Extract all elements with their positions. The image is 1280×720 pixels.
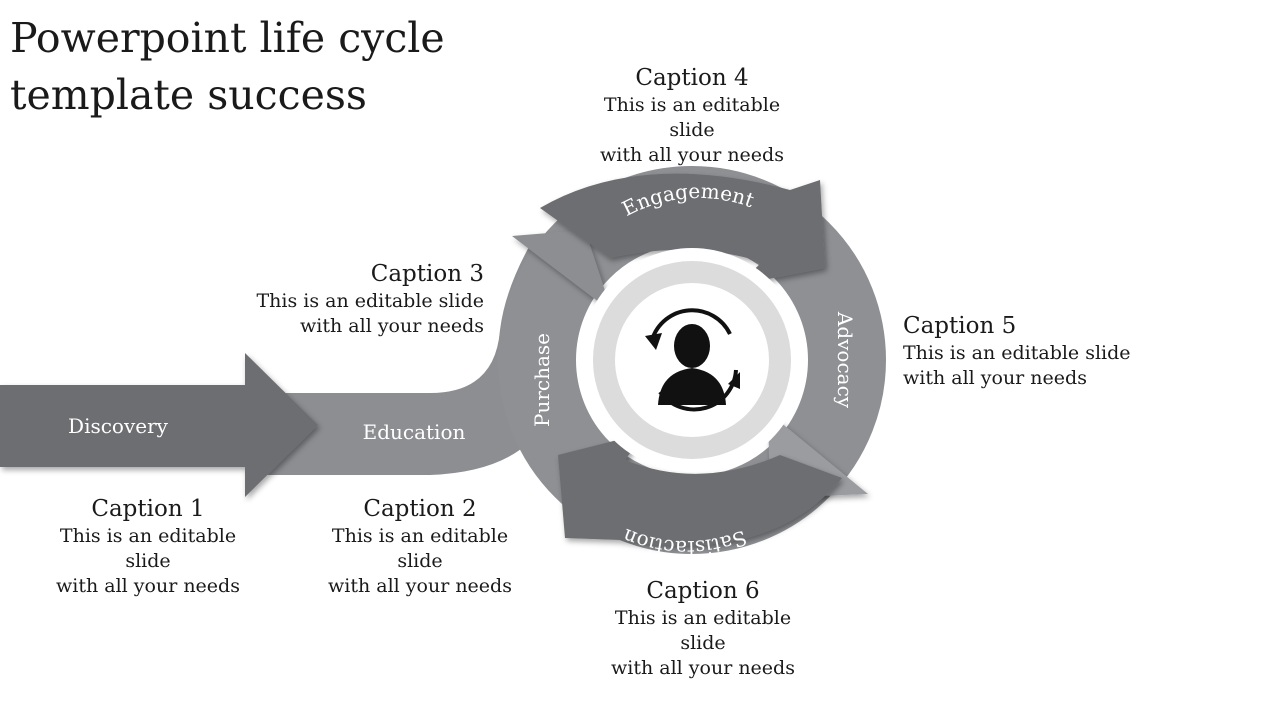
stage-label-education: Education: [363, 420, 466, 444]
caption-1-line-1: This is an editable slide: [59, 525, 237, 572]
caption-4: Caption 4 This is an editable slide with…: [582, 63, 802, 168]
discovery-arrow: [0, 353, 318, 497]
caption-5-line-1: This is an editable slide: [903, 342, 1131, 364]
engagement-band: [540, 173, 825, 285]
caption-2-title: Caption 2: [363, 496, 477, 522]
slide-title: Powerpoint life cycle template success: [10, 14, 445, 119]
purchase-arrow-head: [512, 230, 612, 312]
caption-1-line-2: with all your needs: [56, 575, 240, 597]
caption-3-title: Caption 3: [370, 261, 484, 287]
satisfaction-band: [558, 433, 842, 546]
caption-3-line-1: This is an editable slide: [256, 290, 484, 312]
education-band: [265, 245, 585, 475]
caption-6: Caption 6 This is an editable slide with…: [593, 576, 813, 681]
caption-4-line-2: with all your needs: [600, 144, 784, 166]
caption-6-line-1: This is an editable slide: [614, 607, 792, 654]
caption-5: Caption 5 This is an editable slide with…: [903, 311, 1143, 391]
caption-5-title: Caption 5: [903, 313, 1017, 339]
center-gray-ring: [593, 261, 791, 459]
user-cycle-icon: [645, 308, 740, 412]
stage-label-purchase: Purchase: [530, 333, 554, 427]
caption-2-line-1: This is an editable slide: [331, 525, 509, 572]
caption-1: Caption 1 This is an editable slide with…: [38, 494, 258, 599]
caption-3: Caption 3 This is an editable slide with…: [244, 259, 484, 339]
caption-5-line-2: with all your needs: [903, 367, 1087, 389]
stage-label-discovery: Discovery: [68, 414, 169, 438]
caption-4-title: Caption 4: [635, 65, 749, 91]
caption-3-line-2: with all your needs: [300, 315, 484, 337]
caption-4-line-1: This is an editable slide: [603, 94, 781, 141]
caption-6-line-2: with all your needs: [611, 657, 795, 679]
caption-6-title: Caption 6: [646, 578, 760, 604]
caption-2: Caption 2 This is an editable slide with…: [310, 494, 530, 599]
stage-label-advocacy: Advocacy: [833, 311, 857, 409]
caption-1-title: Caption 1: [91, 496, 205, 522]
caption-2-line-2: with all your needs: [328, 575, 512, 597]
